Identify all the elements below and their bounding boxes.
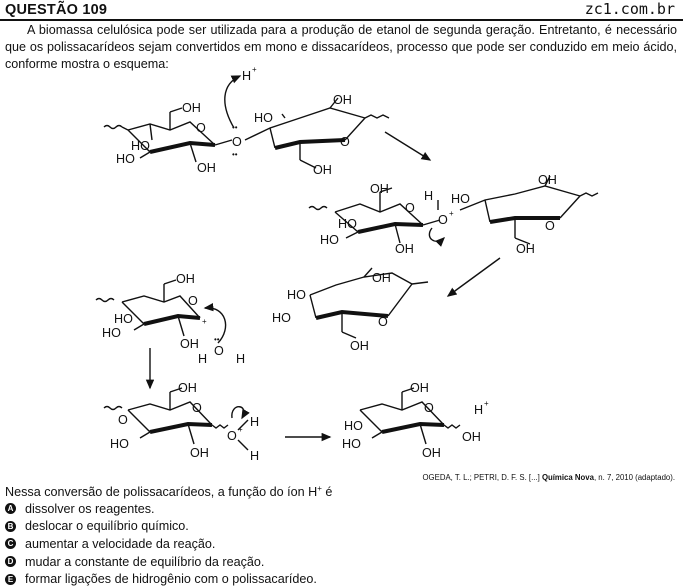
svg-text:OH: OH	[516, 242, 535, 256]
ring-3-labels: OH O HO HO OH H O + OH HO O OH	[320, 173, 557, 256]
svg-text:H: H	[250, 449, 259, 463]
svg-text:OH: OH	[370, 182, 389, 196]
header-rule	[0, 19, 683, 21]
svg-text:••: ••	[232, 150, 238, 159]
svg-text:HO: HO	[110, 437, 129, 451]
glucose-ring-3	[308, 175, 599, 247]
svg-text:OH: OH	[190, 446, 209, 460]
option-text: deslocar o equilíbrio químico.	[25, 519, 189, 534]
glucose-ring-7	[359, 387, 461, 445]
svg-text:O: O	[188, 294, 198, 308]
option-text: aumentar a velocidade da reação.	[25, 536, 216, 551]
svg-text:HO: HO	[342, 437, 361, 451]
glucose-ring-2	[244, 97, 390, 169]
svg-text:H: H	[474, 403, 483, 417]
svg-text:OH: OH	[395, 242, 414, 256]
svg-text:OH: OH	[350, 339, 369, 353]
svg-text:+: +	[449, 209, 454, 218]
svg-text:OH: OH	[422, 446, 441, 460]
ring-1-labels: OH O HO HO OH O •• •• H +	[116, 65, 257, 175]
option-text: dissolver os reagentes.	[25, 501, 155, 516]
svg-text:OH: OH	[178, 381, 197, 395]
svg-text:OH: OH	[462, 430, 481, 444]
svg-text:O: O	[405, 201, 415, 215]
source-credit: OGEDA, T. L.; PETRI, D. F. S. [...] Quím…	[422, 473, 675, 482]
svg-text:H: H	[424, 189, 433, 203]
svg-text:OH: OH	[313, 163, 332, 177]
svg-text:H: H	[198, 352, 207, 366]
svg-text:OH: OH	[176, 272, 195, 286]
svg-text:H: H	[242, 69, 251, 83]
option-text: mudar a constante de equilíbrio da reaçã…	[25, 554, 265, 569]
svg-text:HO: HO	[116, 152, 135, 166]
svg-text:HO: HO	[344, 419, 363, 433]
svg-text:HO: HO	[272, 311, 291, 325]
svg-text:+: +	[202, 317, 207, 326]
svg-text:H: H	[236, 352, 245, 366]
site-watermark: zc1.com.br	[584, 0, 675, 18]
svg-text:H: H	[250, 415, 259, 429]
svg-text:O: O	[227, 429, 237, 443]
option-badge: A	[5, 503, 16, 515]
svg-text:••: ••	[214, 335, 220, 344]
ring-6-labels: OH O O HO OH O + H H	[110, 381, 259, 463]
svg-text:O: O	[192, 401, 202, 415]
svg-text:O: O	[196, 121, 206, 135]
svg-text:••: ••	[232, 123, 238, 132]
ring-5-labels: OH O HO HO OH + H O •• H	[102, 272, 245, 366]
svg-text:O: O	[214, 344, 224, 358]
svg-text:HO: HO	[114, 312, 133, 326]
svg-text:+: +	[238, 425, 243, 434]
svg-text:HO: HO	[287, 288, 306, 302]
svg-text:HO: HO	[338, 217, 357, 231]
ring-4-labels: OH HO HO O OH	[272, 271, 391, 353]
question-title: QUESTÃO 109	[5, 2, 108, 18]
option-badge: E	[5, 573, 16, 585]
glucose-ring-4	[309, 267, 429, 339]
option-badge: B	[5, 520, 16, 532]
svg-text:+: +	[484, 399, 489, 408]
svg-text:HO: HO	[254, 111, 273, 125]
svg-text:+: +	[252, 65, 257, 74]
svg-text:O: O	[545, 219, 555, 233]
question-stem: Nessa conversão de polissacarídeos, a fu…	[5, 484, 333, 500]
question-header: QUESTÃO 109 zc1.com.br	[0, 0, 683, 21]
svg-text:HO: HO	[102, 326, 121, 340]
glucose-ring-6	[103, 387, 250, 451]
option-badge: C	[5, 538, 16, 550]
svg-text:O: O	[438, 213, 448, 227]
svg-text:O: O	[232, 135, 242, 149]
svg-text:OH: OH	[372, 271, 391, 285]
svg-text:HO: HO	[131, 139, 150, 153]
question-intro: A biomassa celulósica pode ser utilizada…	[5, 23, 677, 71]
svg-text:OH: OH	[410, 381, 429, 395]
ring-7-labels: OH O HO HO OH OH H +	[342, 381, 489, 460]
option-text: formar ligações de hidrogênio com o poli…	[25, 572, 317, 587]
option-badge: D	[5, 556, 16, 568]
svg-text:OH: OH	[333, 93, 352, 107]
ring-2-labels: OH HO O OH	[254, 93, 352, 177]
svg-text:O: O	[118, 413, 128, 427]
glucose-ring-1	[103, 107, 233, 163]
svg-text:HO: HO	[451, 192, 470, 206]
glucose-ring-5	[95, 279, 227, 344]
svg-text:OH: OH	[197, 161, 216, 175]
svg-text:OH: OH	[538, 173, 557, 187]
svg-text:O: O	[424, 401, 434, 415]
svg-text:OH: OH	[182, 101, 201, 115]
reaction-scheme: OH O HO HO OH O •• •• H + OH HO O OH OH …	[95, 65, 599, 463]
svg-text:O: O	[340, 135, 350, 149]
svg-text:HO: HO	[320, 233, 339, 247]
svg-text:O: O	[378, 315, 388, 329]
svg-text:OH: OH	[180, 337, 199, 351]
